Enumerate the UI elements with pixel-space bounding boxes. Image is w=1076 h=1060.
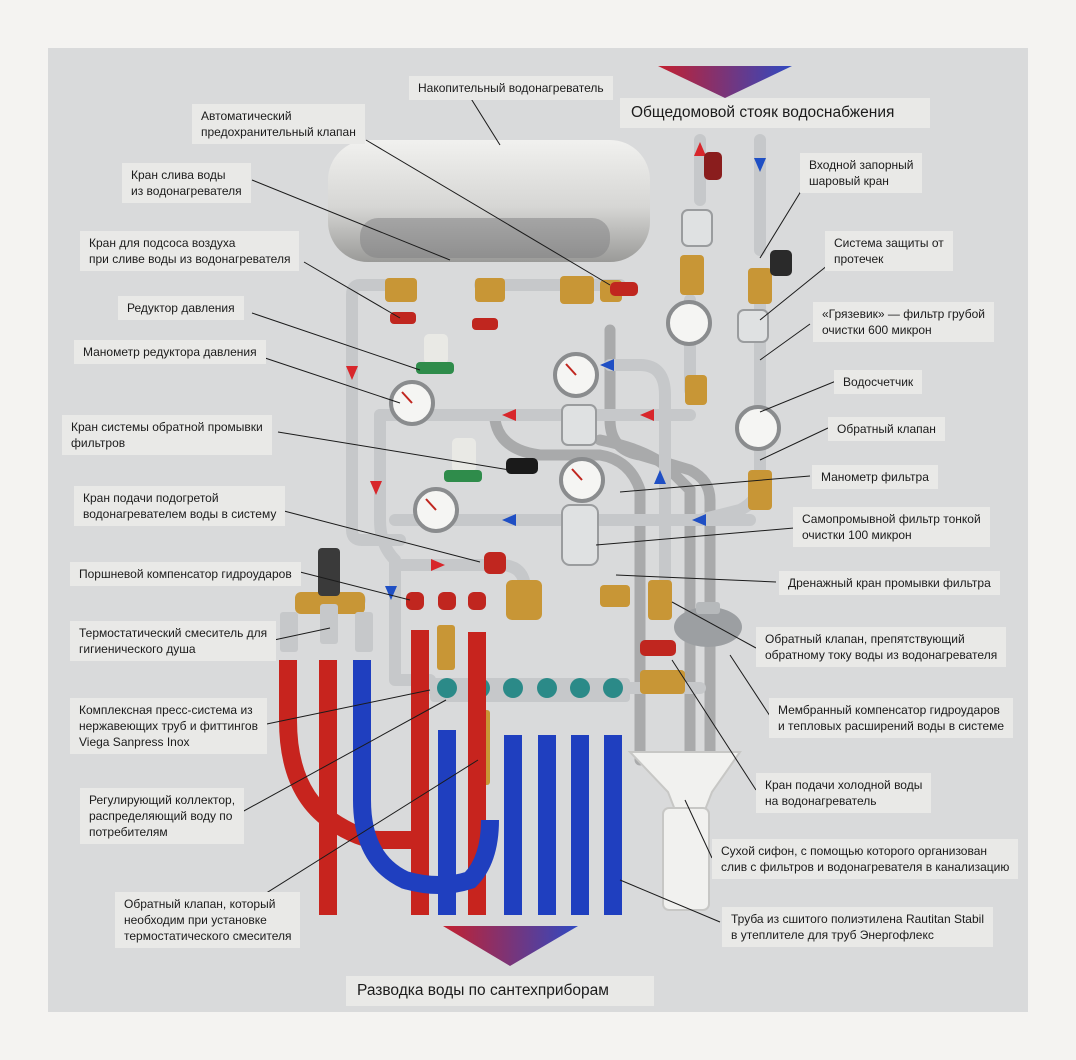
membrane-compensator [674,602,742,647]
label-dry-siphon: Сухой сифон, с помощью которого организо… [712,839,1019,879]
callout-leaders [241,96,837,923]
label-inlet-ball-valve: Входной запорный шаровый кран [800,153,923,193]
label-reducer-gauge: Манометр редуктора давления [74,340,266,364]
label-heated-supply-tap: Кран подачи подогретой водонагревателем … [74,486,286,526]
label-backwash-tap: Кран системы обратной промывки фильтров [62,415,272,455]
gauge-needles [401,363,583,511]
collector-taps [437,678,623,698]
label-manifold: Регулирующий коллектор, распределяющий в… [80,788,245,844]
label-thermo-mixer: Термостатический смеситель для гигиениче… [70,621,277,661]
label-membrane-compensator: Мембранный компенсатор гидроударов и теп… [769,698,1014,738]
label-water-heater: Накопительный водонагреватель [409,76,613,100]
label-pex-pipe: Труба из сшитого полиэтилена Rautitan St… [722,907,993,947]
arrow-top [658,66,792,98]
label-heater-check-valve: Обратный клапан, препятствующий обратном… [756,627,1007,667]
title-top: Общедомовой стояк водоснабжения [620,98,930,128]
filter-bodies [561,209,769,566]
reducer-caps [416,334,482,482]
label-safety-valve: Автоматический предохранительный клапан [192,104,365,144]
brass-fittings [295,255,772,785]
label-filter-gauge: Манометр фильтра [812,465,938,489]
title-bottom: Разводка воды по сантехприборам [346,976,654,1006]
thermostatic-mixer [280,548,373,652]
collector-bar [430,678,630,702]
valve-handles [390,152,792,656]
label-coarse-filter: «Грязевик» — фильтр грубой очистки 600 м… [813,302,994,342]
label-pressure-reducer: Редуктор давления [118,296,244,320]
flow-arrows [346,142,766,600]
label-check-valve: Обратный клапан [828,417,945,441]
label-fine-filter: Самопромывной фильтр тонкой очистки 100 … [793,507,990,547]
water-heater-tank [328,140,650,262]
insulated-pipes-blue [353,660,622,915]
label-mixer-check-valve: Обратный клапан, который необходим при у… [115,892,301,948]
label-press-system: Комплексная пресс-система из нержавеющих… [70,698,267,754]
label-water-meter: Водосчетчик [834,370,923,394]
label-piston-compensator: Поршневой компенсатор гидроударов [70,562,301,586]
arrow-bottom [443,926,578,966]
label-cold-supply-tap: Кран подачи холодной воды на водонагрева… [756,773,932,813]
label-drain-tap: Кран слива воды из водонагревателя [122,163,251,203]
label-drain-flush-tap: Дренажный кран промывки фильтра [779,571,1000,595]
label-leak-protection: Система защиты от протечек [825,231,953,271]
label-air-tap: Кран для подсоса воздуха при сливе воды … [80,231,300,271]
dry-siphon [627,751,742,911]
